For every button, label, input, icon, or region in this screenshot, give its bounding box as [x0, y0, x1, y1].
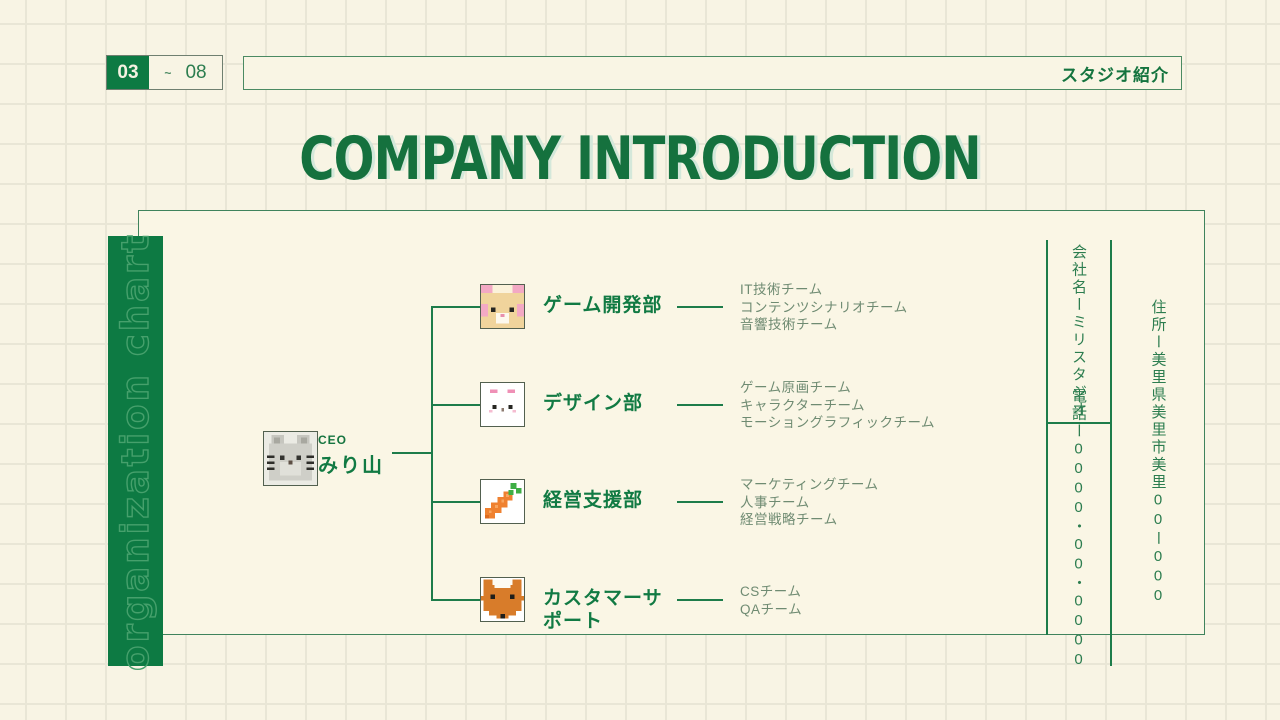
fox-pixel-icon [481, 578, 524, 621]
ceo-node: CEO みり山 [318, 433, 384, 478]
branch-line-2 [431, 404, 480, 406]
team-list-1: IT技術チーム コンテンツシナリオチーム 音響技術チーム [740, 281, 908, 334]
page-range: ~ 08 [149, 56, 222, 89]
page-indicator: 03 ~ 08 [106, 55, 223, 90]
branch-line-4 [431, 599, 480, 601]
sidebar-banner: organization chart [108, 231, 163, 671]
branch-line-3 [431, 501, 480, 503]
phone-text: 電話ー0000・00・0000 [1070, 387, 1087, 671]
dept-name-1: ゲーム開発部 [543, 295, 663, 316]
ceo-name: みり山 [318, 455, 384, 477]
team-item: IT技術チーム [740, 282, 823, 297]
team-list-4: CSチーム QAチーム [740, 583, 802, 618]
section-label: スタジオ紹介 [1061, 65, 1169, 85]
team-list-2: ゲーム原画チーム キャラクターチーム モーショングラフィックチーム [740, 379, 935, 432]
phone-cell: 電話ー0000・00・0000 [1047, 388, 1110, 671]
header-bar: スタジオ紹介 [243, 56, 1182, 90]
team-item: ゲーム原画チーム [740, 380, 852, 395]
info-panel-line-right [1110, 240, 1112, 666]
page-number-total: 08 [185, 61, 207, 83]
team-item: CSチーム [740, 584, 802, 599]
ceo-role-label: CEO [318, 433, 348, 447]
gray-cat-pixel-icon [267, 435, 314, 481]
dept-icon-box-2 [480, 382, 525, 427]
carrot-pixel-icon [481, 480, 524, 523]
info-panel-divider [1046, 422, 1111, 424]
team-connector-line-3 [677, 501, 723, 503]
dept-name-3: 経営支援部 [543, 490, 644, 511]
team-item: キャラクターチーム [740, 397, 866, 413]
dept-icon-box-4 [480, 577, 525, 622]
org-trunk-line [431, 306, 433, 601]
tilde-separator: ~ [164, 65, 172, 80]
team-connector-line-4 [677, 599, 723, 601]
dept-icon-box-1 [480, 284, 525, 329]
team-item: QAチーム [740, 601, 803, 617]
address-cell: 住所ー美里県美里市美里00ー000 [1111, 240, 1205, 666]
team-list-3: マーケティングチーム 人事チーム 経営戦略チーム [740, 476, 879, 529]
dept-name-4: カスタマーサポート [543, 588, 663, 632]
ceo-avatar-box [263, 431, 318, 486]
team-item: コンテンツシナリオチーム [740, 299, 908, 315]
title-wrap: COMPANY INTRODUCTION [0, 124, 1280, 194]
team-item: マーケティングチーム [740, 477, 879, 492]
team-connector-line-1 [677, 306, 723, 308]
info-panel-line-left [1046, 240, 1048, 635]
rabbit-pixel-icon [481, 383, 524, 426]
sidebar-banner-label: organization chart [113, 231, 157, 671]
dept-name-2: デザイン部 [543, 393, 644, 414]
address-text: 住所ー美里県美里市美里00ー000 [1149, 299, 1167, 607]
team-item: 音響技術チーム [740, 317, 838, 332]
cat-pixel-icon [481, 285, 524, 328]
dept-icon-box-3 [480, 479, 525, 524]
page-title: COMPANY INTRODUCTION [299, 124, 981, 194]
team-connector-line-2 [677, 404, 723, 406]
branch-line-1 [431, 306, 480, 308]
team-item: 経営戦略チーム [740, 512, 838, 527]
org-chart-panel [138, 210, 1205, 635]
ceo-connector-line [392, 452, 432, 454]
page-number-current: 03 [107, 56, 149, 89]
company-name-text: 会社名ーミリスタジオ [1070, 243, 1087, 419]
team-item: 人事チーム [740, 494, 810, 510]
company-name-cell: 会社名ーミリスタジオ [1047, 240, 1110, 422]
team-item: モーショングラフィックチーム [740, 415, 936, 430]
